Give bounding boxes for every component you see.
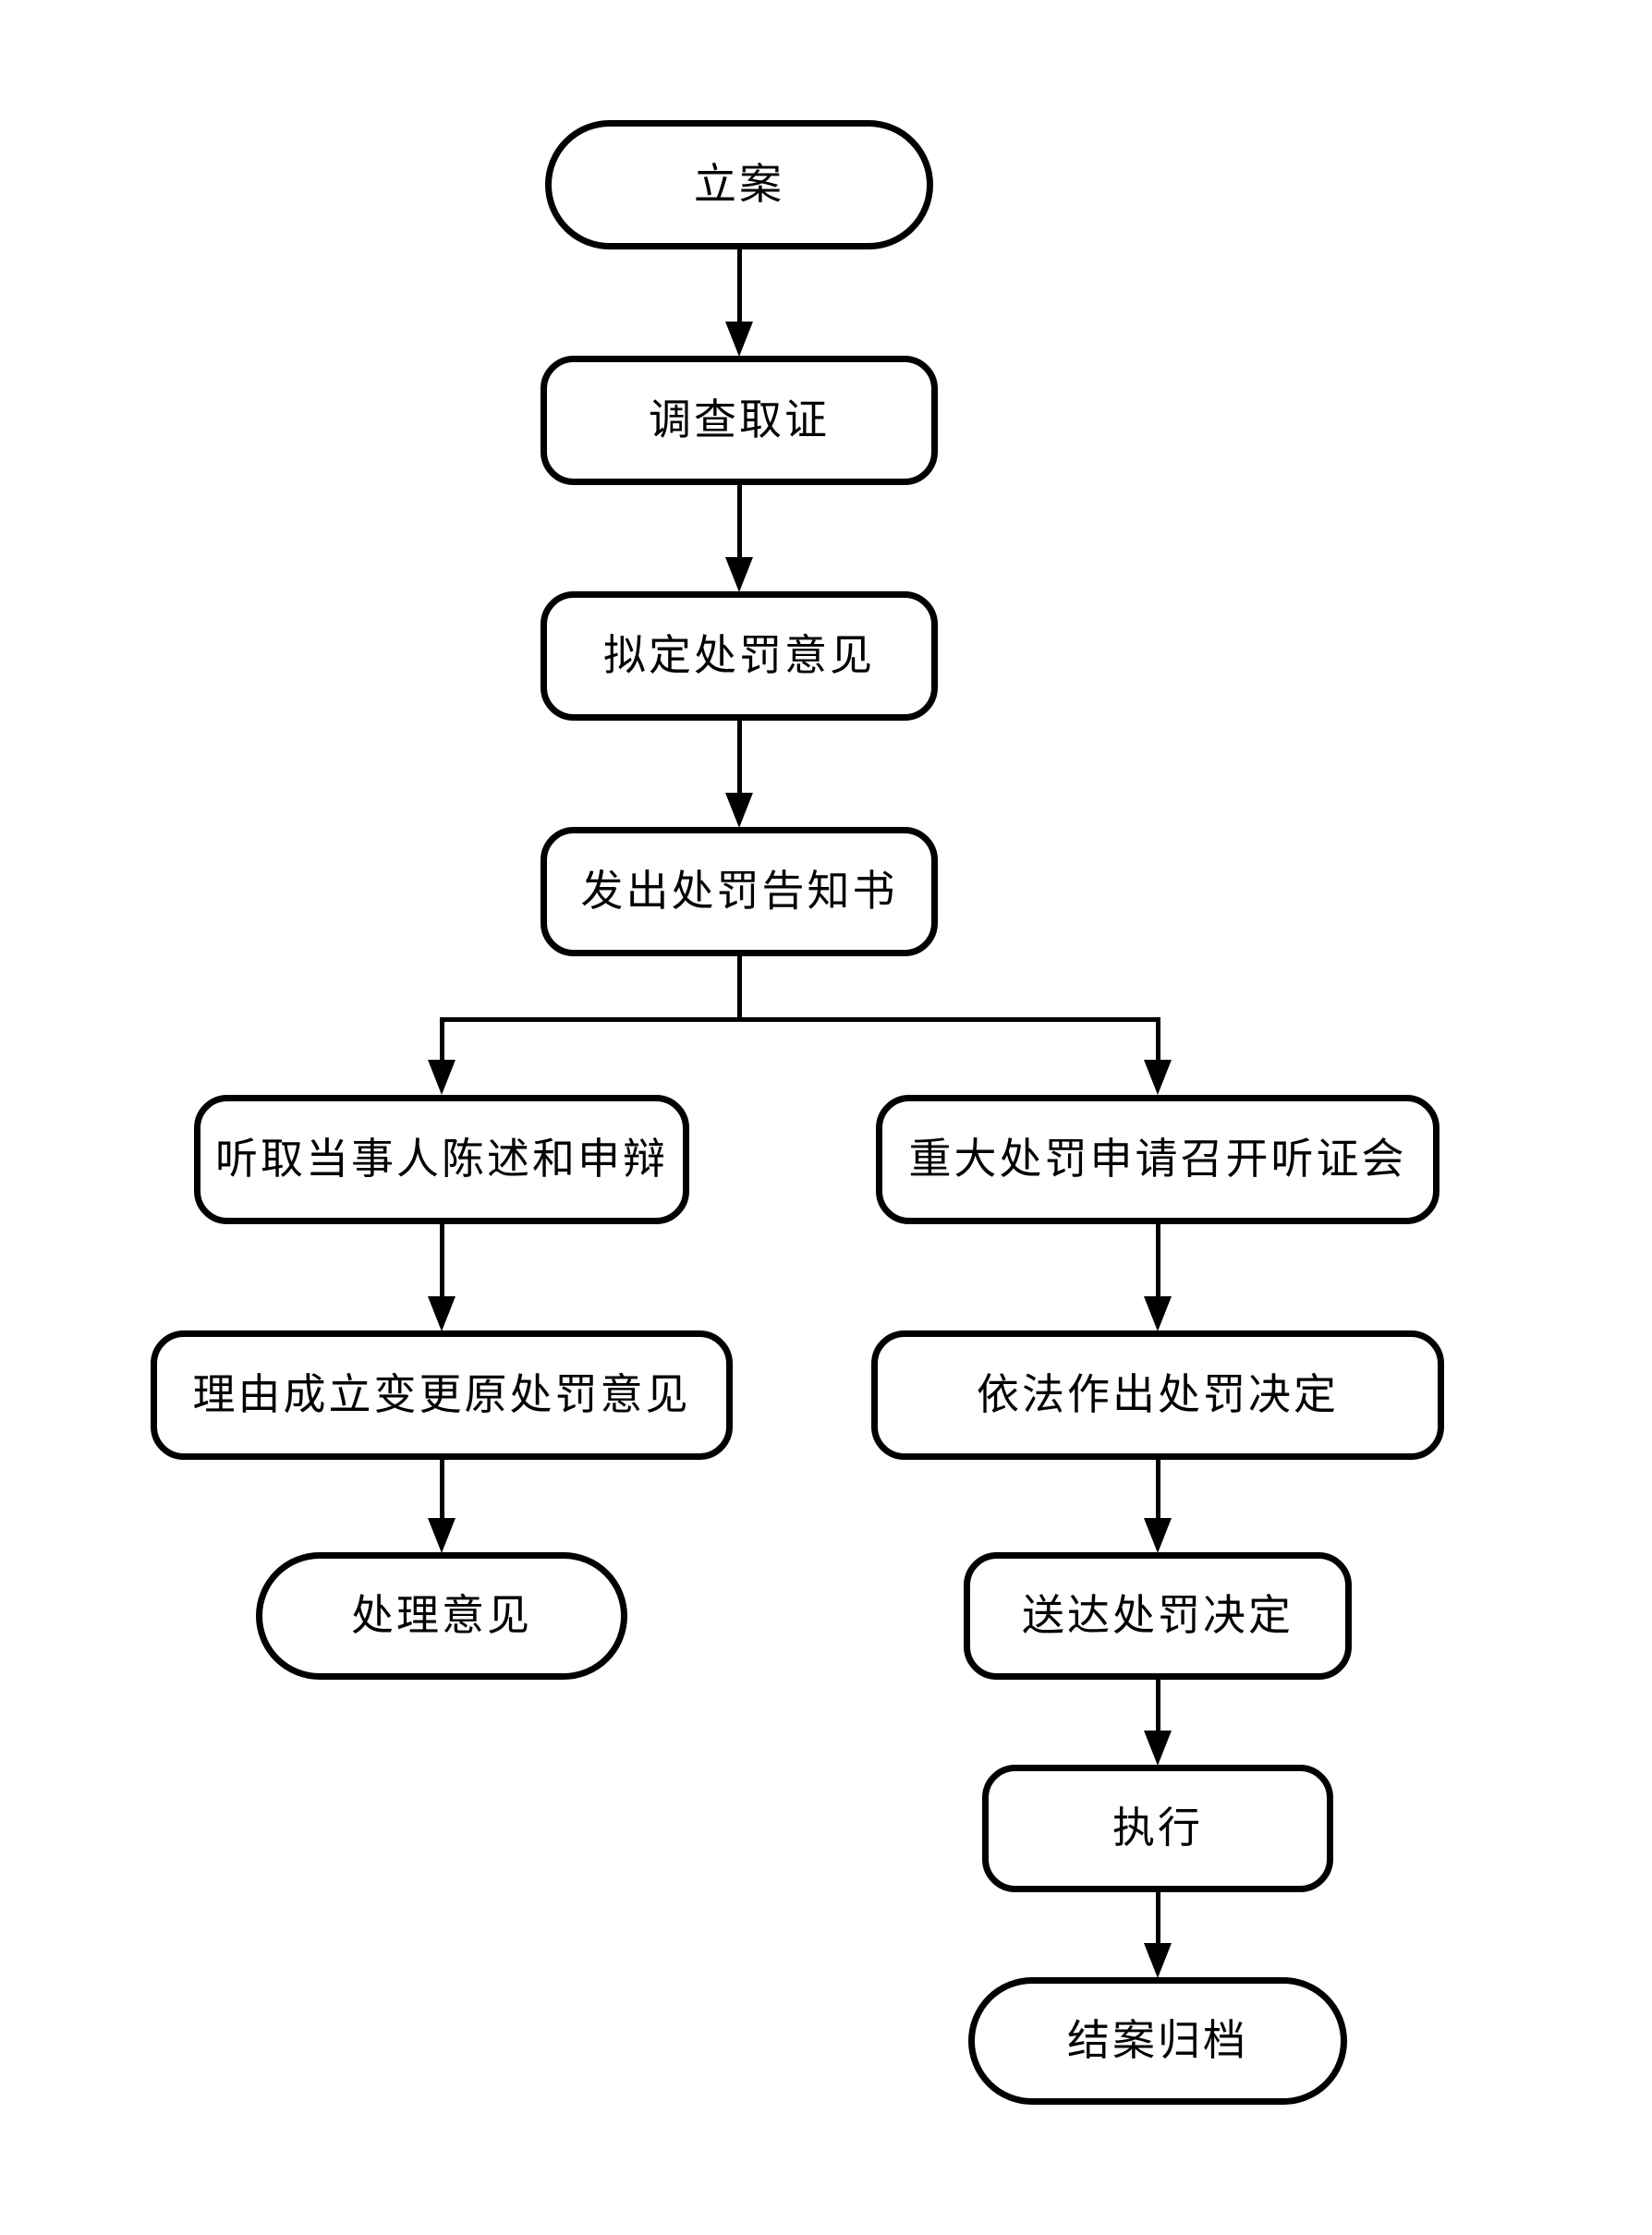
flow-node-draft-opinion: 拟定处罚意见 [541, 591, 938, 721]
connector-start-investigate-arrowhead-icon [725, 322, 753, 357]
connector-hearing-decision-arrowhead-icon [1144, 1296, 1172, 1331]
connector-hear-change-arrowhead-icon [428, 1296, 456, 1331]
flow-node-make-decision: 依法作出处罚决定 [871, 1330, 1444, 1460]
connector-execute-archive-line [1156, 1892, 1160, 1944]
flow-node-investigate: 调查取证 [541, 356, 938, 485]
connector-investigate-draft-arrowhead-icon [725, 557, 753, 592]
flow-node-hearing: 重大处罚申请召开听证会 [876, 1095, 1439, 1224]
connector-change-handling-line [440, 1460, 444, 1519]
connector-branch-right-arrowhead-icon [1144, 1060, 1172, 1095]
connector-change-handling-arrowhead-icon [428, 1518, 456, 1553]
connector-notice-branch-stem-line [737, 956, 742, 1021]
flow-node-execute: 执行 [982, 1765, 1333, 1892]
connector-execute-archive-arrowhead-icon [1144, 1943, 1172, 1978]
connector-deliver-execute-arrowhead-icon [1144, 1731, 1172, 1766]
connector-deliver-execute-line [1156, 1680, 1160, 1731]
flow-node-close-archive: 结案归档 [968, 1977, 1347, 2105]
flow-node-deliver-decision: 送达处罚决定 [964, 1552, 1352, 1680]
connector-hear-change-line [440, 1224, 444, 1297]
connector-branch-left-arrowhead-icon [428, 1060, 456, 1095]
connector-draft-notice-line [737, 721, 742, 794]
connector-decision-deliver-arrowhead-icon [1144, 1518, 1172, 1553]
connector-start-investigate-line [737, 249, 742, 322]
flow-node-start: 立案 [545, 120, 933, 249]
connector-branch-horizontal-line [440, 1017, 1160, 1022]
connector-branch-right-line [1156, 1017, 1160, 1062]
connector-decision-deliver-line [1156, 1460, 1160, 1519]
flow-node-hear-statement: 听取当事人陈述和申辩 [194, 1095, 689, 1224]
connector-branch-left-line [440, 1017, 444, 1062]
connector-draft-notice-arrowhead-icon [725, 793, 753, 828]
flow-node-change-opinion: 理由成立变更原处罚意见 [151, 1330, 733, 1460]
flow-node-handling-opinion: 处理意见 [256, 1552, 627, 1680]
connector-investigate-draft-line [737, 485, 742, 558]
flow-node-issue-notice: 发出处罚告知书 [541, 827, 938, 956]
connector-hearing-decision-line [1156, 1224, 1160, 1297]
